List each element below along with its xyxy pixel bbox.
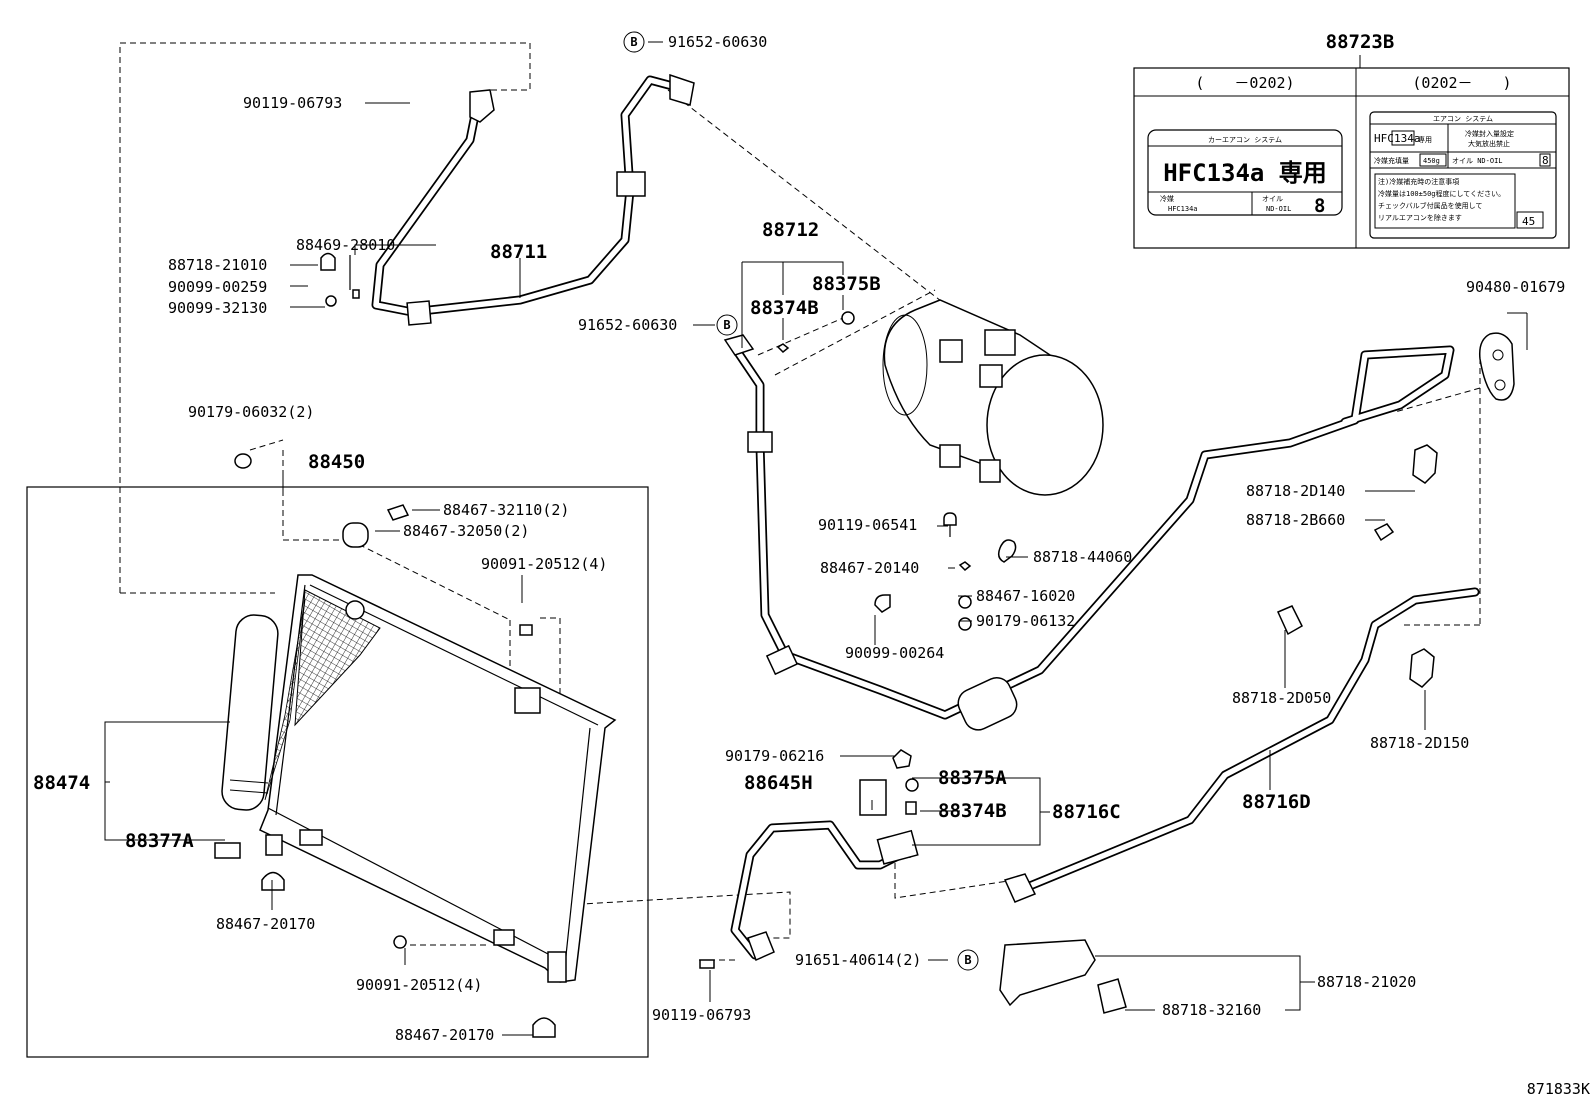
- svg-text:450g: 450g: [1423, 157, 1440, 165]
- part-labels: 90119-06793 88469-28010 88718-21010 9009…: [33, 33, 1565, 1044]
- svg-text:注)冷媒補充時の注意事項: 注)冷媒補充時の注意事項: [1378, 177, 1459, 186]
- part-label[interactable]: 88467-32110(2): [443, 501, 569, 519]
- part-label[interactable]: 88716D: [1242, 791, 1311, 813]
- svg-text:大気放出禁止: 大気放出禁止: [1468, 139, 1510, 148]
- svg-text:134a: 134a: [1394, 132, 1421, 145]
- svg-text:HFC134a 専用: HFC134a 専用: [1163, 159, 1327, 187]
- part-label[interactable]: 88467-20170: [216, 915, 315, 933]
- part-label[interactable]: 91651-40614(2): [795, 951, 921, 969]
- part-label[interactable]: 90179-06216: [725, 747, 824, 765]
- part-label[interactable]: 88374B: [750, 297, 819, 319]
- circle-b-marker-bot: B: [957, 949, 979, 971]
- svg-text:チェックバルブ付属品を使用して: チェックバルブ付属品を使用して: [1378, 201, 1482, 210]
- part-label[interactable]: 88467-20170: [395, 1026, 494, 1044]
- part-label[interactable]: 90480-01679: [1466, 278, 1565, 296]
- condenser-mounts: [261, 871, 556, 1038]
- condenser-assembly-box: [26, 486, 649, 1058]
- part-label[interactable]: 90099-00259: [168, 278, 267, 296]
- part-label[interactable]: 88718-2D150: [1370, 734, 1469, 752]
- part-label[interactable]: 90179-06032(2): [188, 403, 314, 421]
- receiver-dryer: [214, 614, 279, 859]
- circle-b-marker-mid: B: [716, 314, 738, 336]
- suction-hose: [723, 332, 1515, 731]
- part-label[interactable]: 90179-06132: [976, 612, 1075, 630]
- part-label[interactable]: 88469-28010: [296, 236, 395, 254]
- part-label[interactable]: 88377A: [125, 830, 194, 852]
- part-label[interactable]: 88712: [762, 219, 819, 241]
- part-label[interactable]: 88718-2D140: [1246, 482, 1345, 500]
- svg-text:8: 8: [1542, 154, 1549, 167]
- part-label[interactable]: 90119-06793: [652, 1006, 751, 1024]
- svg-text:オイル ND-OIL: オイル ND-OIL: [1452, 157, 1503, 165]
- svg-text:冷媒: 冷媒: [1160, 194, 1174, 203]
- svg-text:カーエアコン システム: カーエアコン システム: [1208, 136, 1282, 144]
- part-label[interactable]: 88718-44060: [1033, 548, 1132, 566]
- svg-text:8: 8: [1314, 195, 1325, 217]
- part-label[interactable]: 88467-16020: [976, 587, 1075, 605]
- svg-text:HFC134a: HFC134a: [1168, 205, 1198, 213]
- svg-text:冷媒量は100±50g程度にしてください。: 冷媒量は100±50g程度にしてください。: [1378, 189, 1505, 198]
- part-label[interactable]: 88645H: [744, 772, 813, 794]
- part-label[interactable]: 90119-06541: [818, 516, 917, 534]
- svg-text:B: B: [723, 318, 730, 332]
- liquid-pipe-rear: [999, 444, 1480, 1014]
- part-label[interactable]: 90119-06793: [243, 94, 342, 112]
- condenser-bracket: [234, 453, 533, 949]
- part-label[interactable]: 88718-32160: [1162, 1001, 1261, 1019]
- part-label[interactable]: 88467-32050(2): [403, 522, 529, 540]
- compressor-fittings: [776, 311, 1017, 631]
- compressor: [882, 299, 1104, 496]
- part-label[interactable]: 88718-21020: [1317, 973, 1416, 991]
- part-label[interactable]: 88718-21010: [168, 256, 267, 274]
- label-box-title[interactable]: 88723B: [1326, 31, 1395, 53]
- svg-text:(0202－ ): (0202－ ): [1412, 74, 1511, 92]
- diagram-code: 871833K: [1527, 1080, 1590, 1098]
- svg-text:45: 45: [1522, 215, 1535, 228]
- part-label[interactable]: 88718-2B660: [1246, 511, 1345, 529]
- svg-text:ND-OIL: ND-OIL: [1266, 205, 1291, 213]
- part-label[interactable]: 88716C: [1052, 801, 1121, 823]
- part-label[interactable]: 88375A: [938, 767, 1007, 789]
- liquid-pipe: [699, 749, 919, 969]
- label-box-88723B: 88723B ( －0202) (0202－ ) カーエアコン システム HFC…: [1133, 31, 1570, 249]
- svg-text:冷媒充填量: 冷媒充填量: [1374, 156, 1409, 165]
- svg-text:B: B: [630, 35, 637, 49]
- svg-text:冷媒封入量設定: 冷媒封入量設定: [1465, 129, 1514, 138]
- part-label[interactable]: 90099-00264: [845, 644, 944, 662]
- svg-text:専用: 専用: [1418, 135, 1432, 144]
- part-label[interactable]: 90091-20512(4): [481, 555, 607, 573]
- svg-text:HFC: HFC: [1374, 132, 1394, 145]
- part-label[interactable]: 88467-20140: [820, 559, 919, 577]
- part-label[interactable]: 90091-20512(4): [356, 976, 482, 994]
- part-label[interactable]: 91652-60630: [578, 316, 677, 334]
- condenser-core: [259, 574, 617, 983]
- part-label[interactable]: 88474: [33, 772, 90, 794]
- part-label[interactable]: 88718-2D050: [1232, 689, 1331, 707]
- svg-text:エアコン システム: エアコン システム: [1433, 115, 1493, 123]
- part-label[interactable]: 90099-32130: [168, 299, 267, 317]
- svg-text:B: B: [964, 953, 971, 967]
- svg-text:( －0202): ( －0202): [1195, 74, 1294, 92]
- leader-lines: [104, 41, 1528, 1036]
- part-label[interactable]: 91652-60630: [668, 33, 767, 51]
- part-label[interactable]: 88374B: [938, 800, 1007, 822]
- circle-b-marker-top: B: [623, 31, 645, 53]
- svg-text:リアルエアコンを除きます: リアルエアコンを除きます: [1378, 213, 1462, 222]
- part-label[interactable]: 88375B: [812, 273, 881, 295]
- part-label[interactable]: 88711: [490, 241, 547, 263]
- discharge-hose: [320, 73, 695, 326]
- part-label[interactable]: 88450: [308, 451, 365, 473]
- svg-text:オイル: オイル: [1262, 195, 1283, 203]
